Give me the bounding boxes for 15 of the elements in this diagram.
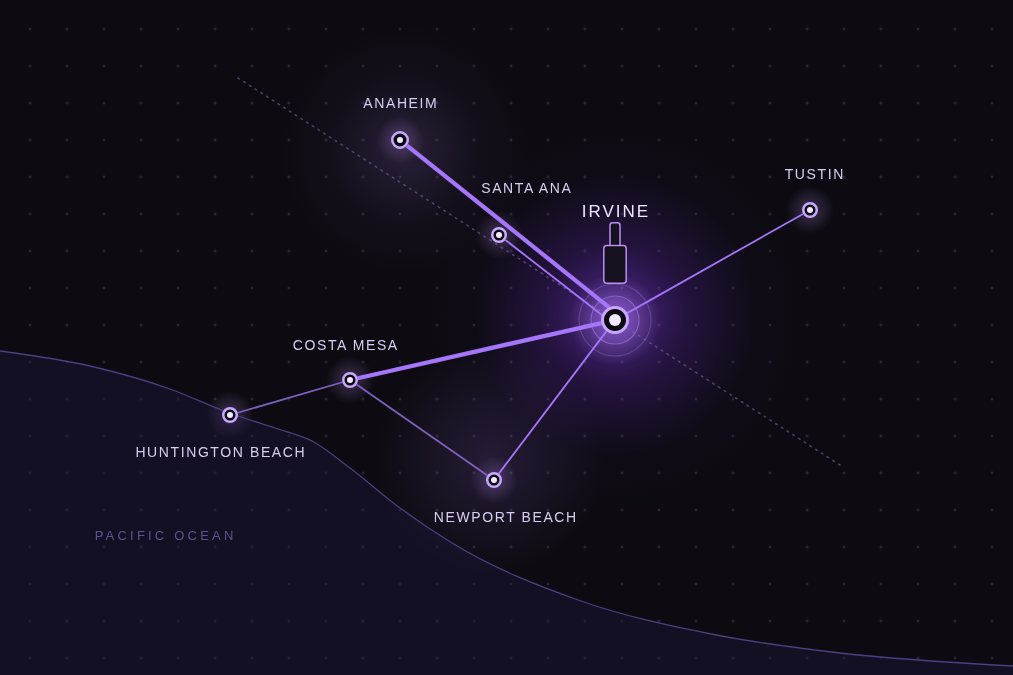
city-label: ANAHEIM	[362, 94, 439, 112]
city-label: COSTA MESA	[291, 336, 399, 354]
city-label: NEWPORT BEACH	[432, 508, 578, 526]
city-label: TUSTIN	[783, 165, 845, 183]
connector-line	[626, 213, 804, 314]
connector-line	[355, 383, 489, 477]
connector-line	[236, 381, 344, 414]
city-label: IRVINE	[580, 201, 651, 223]
connector-line	[497, 330, 608, 475]
region-label: PACIFIC OCEAN	[93, 528, 237, 544]
connector-line	[405, 144, 611, 309]
city-label: SANTA ANA	[480, 179, 573, 197]
connector-line	[504, 239, 603, 316]
connector-line	[357, 321, 602, 381]
city-label: HUNTINGTON BEACH	[134, 443, 307, 461]
